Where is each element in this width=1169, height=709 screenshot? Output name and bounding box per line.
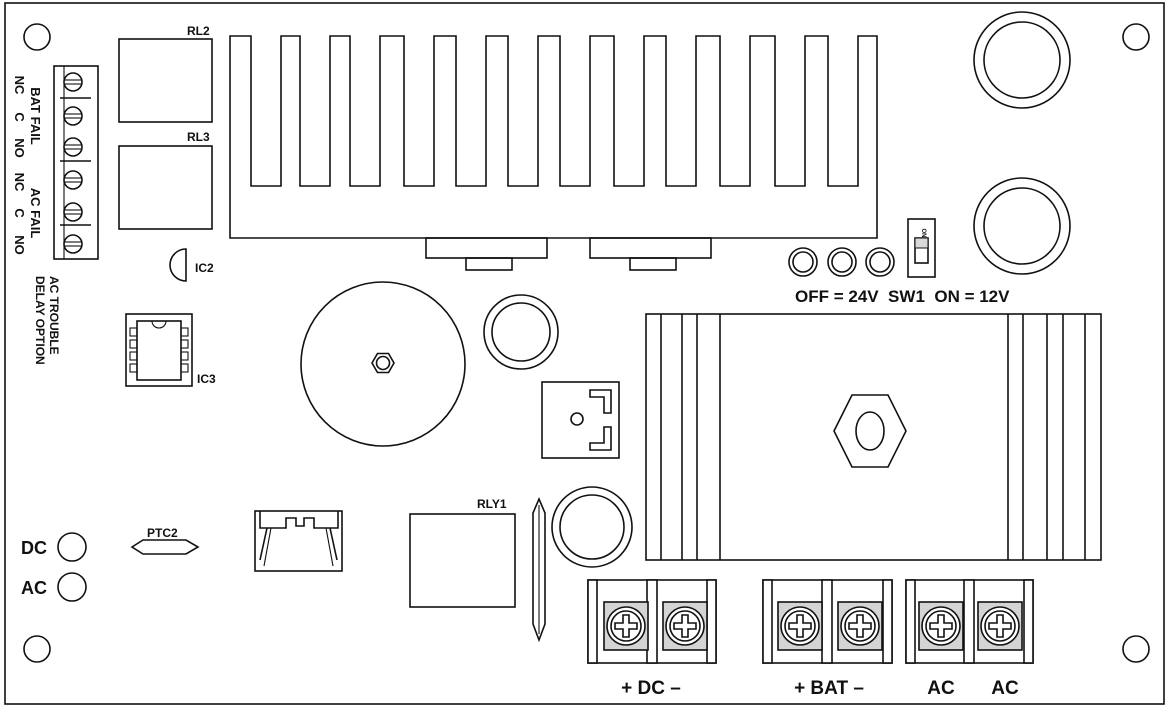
ic2-label: IC2 [195, 261, 214, 275]
ac-fail-label: AC FAIL [28, 188, 43, 239]
capacitor-small-lower [551, 486, 633, 568]
terminal-screw [837, 601, 883, 651]
ac2-terminal-label: AC [991, 678, 1019, 699]
sw1-voltage-label: OFF = 24V SW1 ON = 12V [795, 287, 1010, 306]
terminal-screw [777, 601, 823, 651]
bat-fail-label: BAT FAIL [28, 87, 43, 145]
board-outline [4, 2, 1165, 705]
left-terminal-strip [53, 65, 99, 260]
capacitor-top [973, 11, 1071, 109]
ptc2-component [130, 539, 200, 555]
bat-terminal-block [762, 579, 893, 664]
mounting-holes [23, 23, 1150, 663]
ac-trouble-label: AC TROUBLE [47, 276, 61, 355]
capacitor-middle [973, 177, 1071, 275]
ac1-terminal-label: AC [927, 678, 955, 699]
left-terminal-screw [63, 170, 83, 190]
ic3-socket [125, 313, 193, 387]
left-terminal-screw [63, 72, 83, 92]
dc-led [57, 532, 87, 562]
bat-c-label: C [12, 112, 27, 122]
relay-rl2 [118, 38, 213, 123]
terminal-screw [918, 601, 964, 651]
fuse-holder [254, 510, 343, 572]
mounting-hole-top-left [23, 23, 51, 51]
ac-nc-label: NC [12, 173, 27, 192]
ac-led [57, 572, 87, 602]
ptc2-label: PTC2 [147, 526, 178, 540]
bat-nc-label: NC [12, 76, 27, 95]
status-leds [788, 247, 895, 277]
dc-terminal-label: + DC – [621, 678, 681, 699]
relay-rl3-label: RL3 [187, 130, 210, 144]
dc-terminal-block [587, 579, 717, 664]
ic3-label: IC3 [197, 372, 216, 386]
capacitor-small-upper [483, 294, 559, 370]
left-terminal-screw [63, 202, 83, 222]
diode-component [532, 496, 546, 643]
dc-led-label: DC [21, 538, 47, 558]
potentiometer [541, 381, 620, 459]
bat-terminal-label: + BAT – [794, 678, 864, 699]
relay-rly1 [409, 513, 516, 608]
top-heatsink [229, 35, 878, 271]
left-terminal-screw [63, 106, 83, 126]
ac-c-label: C [12, 208, 27, 218]
terminal-screw [603, 601, 649, 651]
sw1-switch: ON [907, 218, 936, 278]
left-terminal-screw [63, 234, 83, 254]
mounting-hole-bottom-right [1122, 635, 1150, 663]
relay-rl2-label: RL2 [187, 24, 210, 38]
sw1-on-mark: ON [920, 229, 926, 238]
mounting-hole-top-right [1122, 23, 1150, 51]
delay-option-label: DELAY OPTION [33, 276, 47, 365]
mounting-hole-bottom-left [23, 635, 51, 663]
ac-no-label: NO [12, 235, 27, 255]
ac-terminal-block [905, 579, 1034, 664]
toroid-component [300, 281, 466, 447]
relay-rl3 [118, 145, 213, 230]
bridge-heatsink [645, 313, 1102, 561]
left-terminal-screw [63, 137, 83, 157]
bat-no-label: NO [12, 138, 27, 158]
terminal-screw [977, 601, 1023, 651]
ac-led-label: AC [21, 578, 47, 598]
ic2-component [169, 248, 187, 282]
relay-rly1-label: RLY1 [477, 497, 507, 511]
terminal-screw [662, 601, 708, 651]
